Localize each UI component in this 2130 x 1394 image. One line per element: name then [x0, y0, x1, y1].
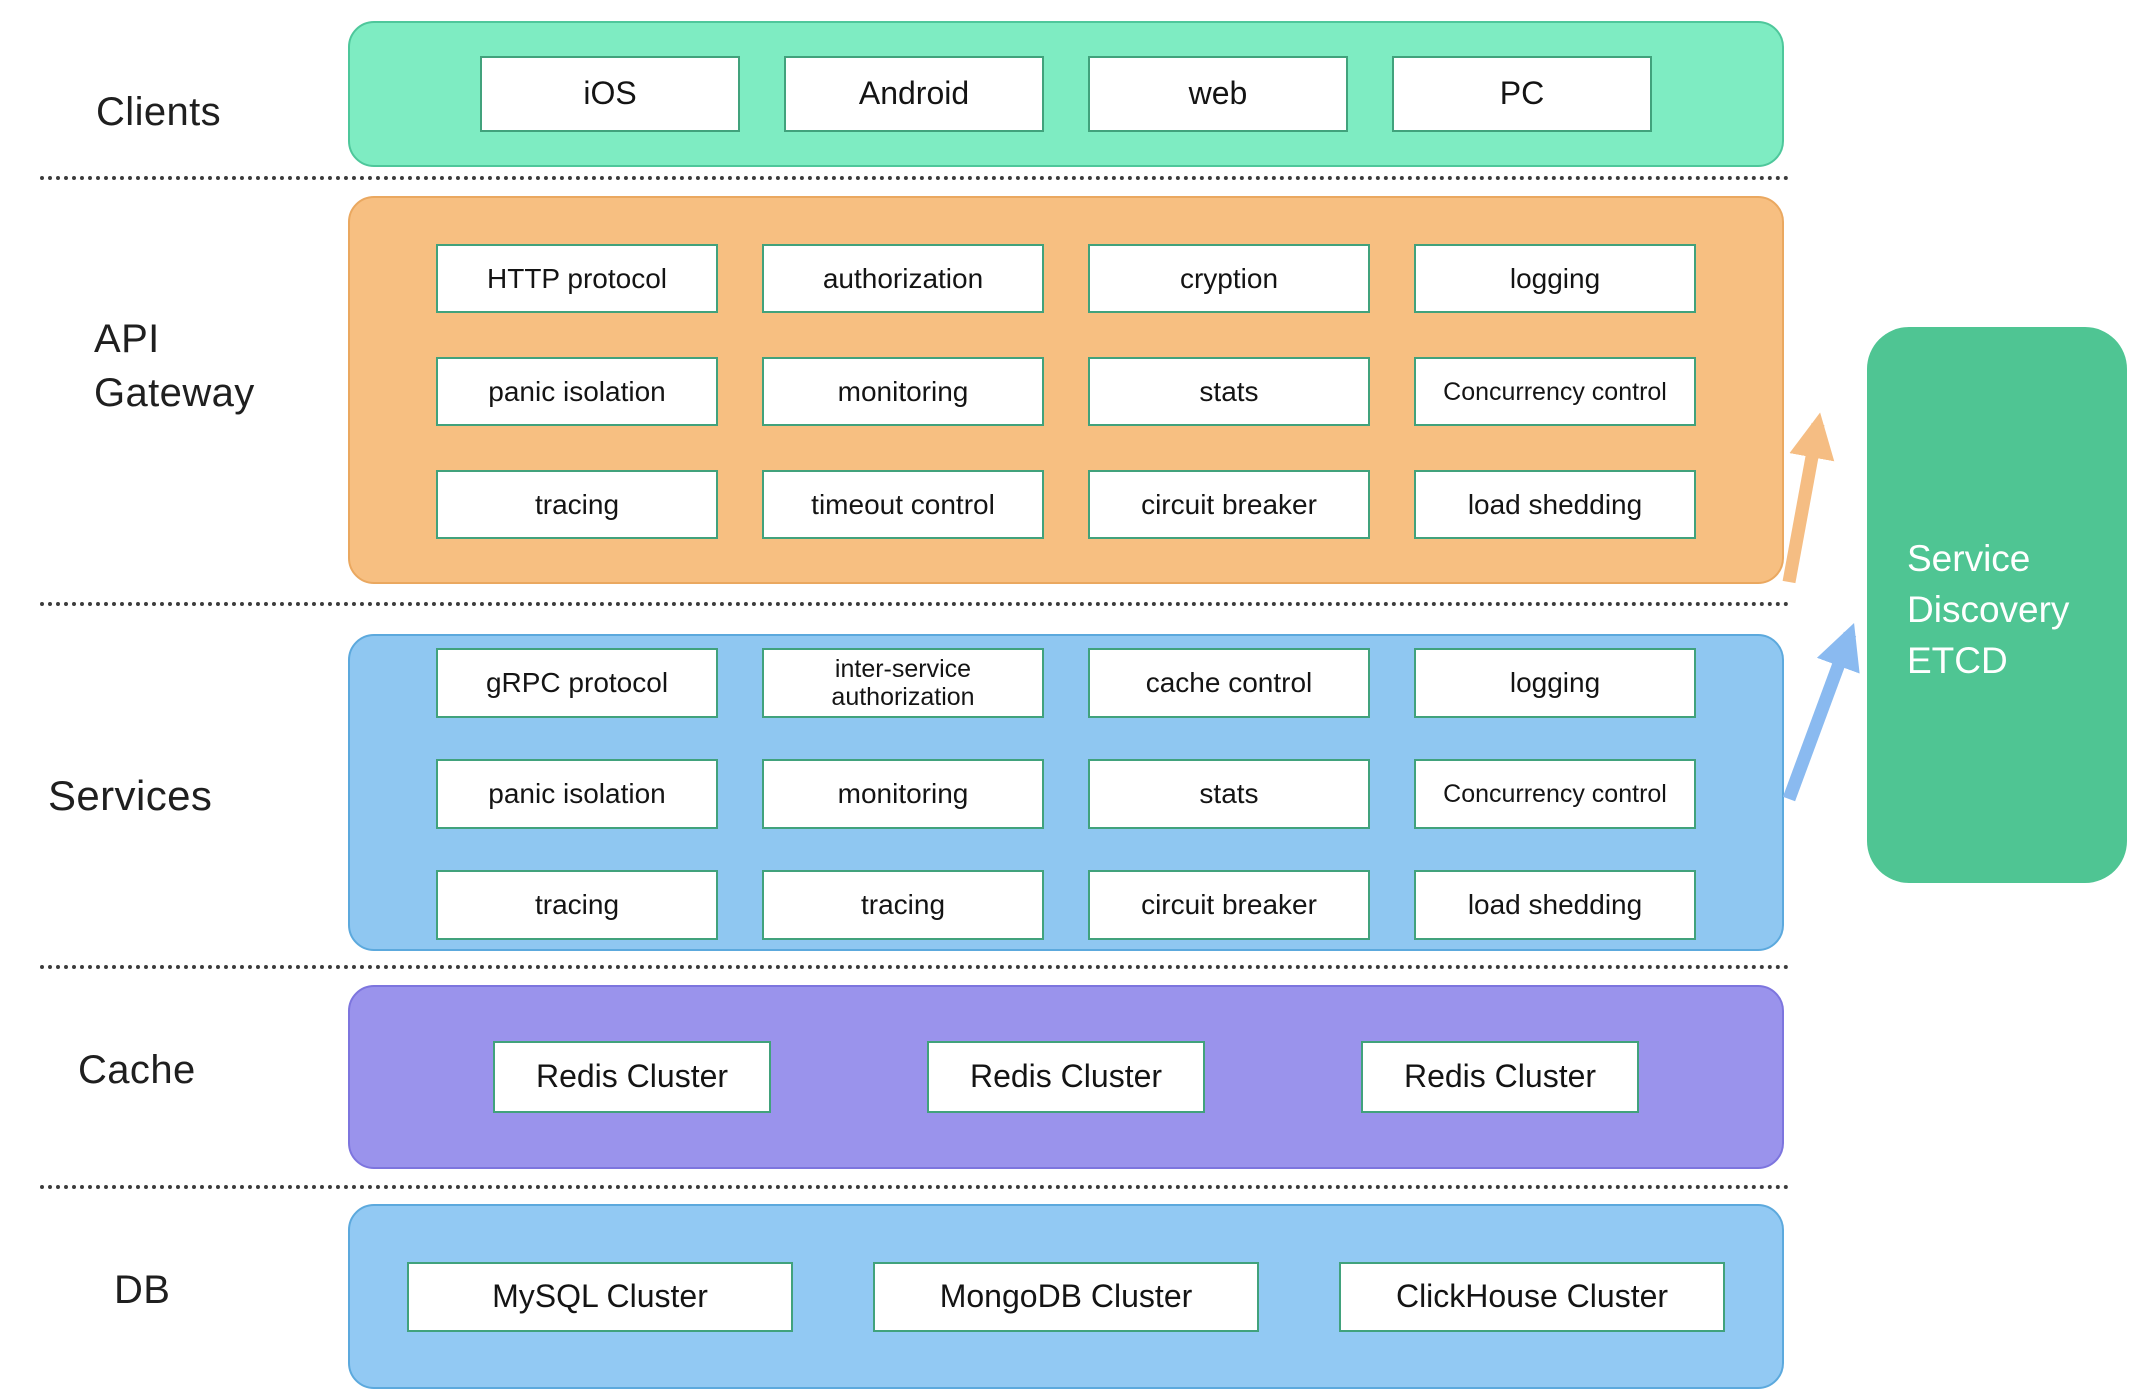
gateway-box-panic-isolation: panic isolation — [436, 357, 718, 426]
client-box-web: web — [1088, 56, 1348, 132]
api-gateway-band: HTTP protocol authorization cryption log… — [348, 196, 1784, 584]
client-box-pc: PC — [1392, 56, 1652, 132]
db-box-clickhouse-cluster: ClickHouse Cluster — [1339, 1261, 1725, 1332]
services-box-concurrency-control: Concurrency control — [1414, 759, 1696, 829]
services-to-etcd-arrow — [1782, 623, 1860, 802]
layer-label-db: DB — [114, 1268, 171, 1312]
db-box-mongodb-cluster: MongoDB Cluster — [873, 1261, 1259, 1332]
service-discovery-etcd-box: Service Discovery ETCD — [1867, 327, 2127, 883]
cache-box-redis-cluster-2: Redis Cluster — [927, 1041, 1205, 1113]
cache-band: Redis Cluster Redis Cluster Redis Cluste… — [348, 985, 1784, 1169]
gateway-to-etcd-arrow — [1782, 412, 1835, 584]
gateway-box-http-protocol: HTTP protocol — [436, 244, 718, 313]
client-box-android: Android — [784, 56, 1044, 132]
gateway-box-stats: stats — [1088, 357, 1370, 426]
services-box-monitoring: monitoring — [762, 759, 1044, 829]
etcd-label-line1: Service — [1907, 538, 2031, 579]
layer-label-clients: Clients — [96, 90, 222, 134]
services-box-tracing-2: tracing — [762, 870, 1044, 940]
gateway-box-authorization: authorization — [762, 244, 1044, 313]
clients-band: iOS Android web PC — [348, 21, 1784, 167]
gateway-box-load-shedding: load shedding — [1414, 470, 1696, 539]
services-box-panic-isolation: panic isolation — [436, 759, 718, 829]
etcd-label-line3: ETCD — [1907, 640, 2008, 682]
gateway-box-cryption: cryption — [1088, 244, 1370, 313]
gateway-box-monitoring: monitoring — [762, 357, 1044, 426]
layer-label-api-gateway: API Gateway — [94, 312, 255, 420]
gateway-box-timeout-control: timeout control — [762, 470, 1044, 539]
layer-label-cache: Cache — [78, 1048, 196, 1092]
services-box-inter-service-authorization: inter-service authorization — [762, 648, 1044, 718]
gateway-box-logging: logging — [1414, 244, 1696, 313]
layer-separator-cache-db — [40, 1185, 1790, 1189]
layer-separator-gateway-services — [40, 602, 1790, 606]
services-box-tracing: tracing — [436, 870, 718, 940]
cache-box-redis-cluster-1: Redis Cluster — [493, 1041, 771, 1113]
services-box-grpc-protocol: gRPC protocol — [436, 648, 718, 718]
client-box-ios: iOS — [480, 56, 740, 132]
services-band: gRPC protocol inter-service authorizatio… — [348, 634, 1784, 951]
services-box-logging: logging — [1414, 648, 1696, 718]
services-box-cache-control: cache control — [1088, 648, 1370, 718]
layer-separator-services-cache — [40, 965, 1790, 969]
services-box-circuit-breaker: circuit breaker — [1088, 870, 1370, 940]
services-box-stats: stats — [1088, 759, 1370, 829]
api-gateway-label-line2: Gateway — [94, 371, 255, 415]
layer-separator-clients-gateway — [40, 176, 1790, 180]
cache-box-redis-cluster-3: Redis Cluster — [1361, 1041, 1639, 1113]
api-gateway-label-line1: API — [94, 317, 160, 361]
db-box-mysql-cluster: MySQL Cluster — [407, 1261, 793, 1332]
layer-label-services: Services — [48, 772, 213, 819]
gateway-box-circuit-breaker: circuit breaker — [1088, 470, 1370, 539]
gateway-box-concurrency-control: Concurrency control — [1414, 357, 1696, 426]
db-band: MySQL Cluster MongoDB Cluster ClickHouse… — [348, 1204, 1784, 1389]
services-box-load-shedding: load shedding — [1414, 870, 1696, 940]
etcd-label-line2: Discovery — [1907, 589, 2070, 631]
gateway-box-tracing: tracing — [436, 470, 718, 539]
